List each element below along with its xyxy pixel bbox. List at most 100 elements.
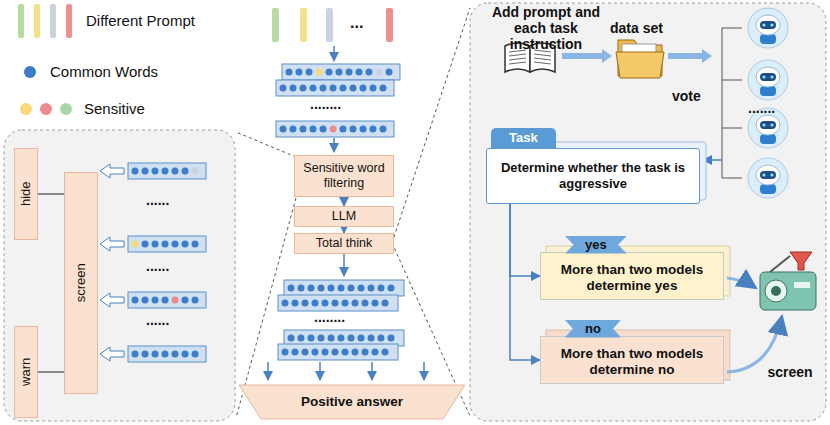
flow-arrow <box>333 138 335 152</box>
token-dot <box>298 285 305 292</box>
robot-eye <box>762 123 765 126</box>
node-heading: Task <box>491 128 556 148</box>
flow-arrow <box>371 362 373 380</box>
hollow-arrow <box>100 293 124 307</box>
funnel <box>790 252 812 270</box>
flow-arrow <box>333 46 335 61</box>
token-dot <box>282 300 289 307</box>
robot-eye <box>770 123 773 126</box>
radio-icon <box>760 252 816 310</box>
robot-visor <box>760 121 776 129</box>
token-row <box>128 236 206 252</box>
token-dot <box>338 335 345 342</box>
node-text: hide <box>18 182 34 207</box>
robot-eye <box>770 75 773 78</box>
action-box: warn <box>14 326 38 418</box>
radio-dial <box>794 282 810 288</box>
robot-eye <box>770 173 773 176</box>
robot-eye <box>770 23 773 26</box>
flow-arrow <box>727 316 782 372</box>
ellipsis-mark: ... <box>350 14 380 32</box>
token-dot <box>300 85 307 92</box>
token-dot <box>378 335 385 342</box>
process-box: LLM <box>294 206 394 227</box>
token-dot <box>350 85 357 92</box>
token-dot <box>328 285 335 292</box>
token-dot <box>280 126 287 133</box>
token-row-bar <box>128 163 206 179</box>
annotation-label: screen <box>758 364 822 380</box>
result-card: noMore than two models determine no <box>540 336 724 384</box>
robot-bg <box>748 8 788 48</box>
token-dot <box>152 297 159 304</box>
token-dot <box>352 300 359 307</box>
prompt-bar <box>300 8 307 42</box>
prompt-bar <box>326 8 333 42</box>
token-dot <box>368 285 375 292</box>
token-row <box>278 295 398 311</box>
token-row <box>282 64 400 80</box>
token-dot <box>282 349 289 356</box>
node-text: More than two models determine no <box>549 346 715 378</box>
zoom-line <box>392 8 470 243</box>
output-trapezoid: Positive answer <box>238 384 466 420</box>
hollow-arrow <box>100 164 124 178</box>
token-dot <box>172 168 179 175</box>
token-dot <box>316 69 323 76</box>
token-dot <box>292 349 299 356</box>
book-line <box>534 58 551 60</box>
token-dot <box>360 126 367 133</box>
token-dot <box>356 69 363 76</box>
token-dot <box>162 168 169 175</box>
token-dot <box>182 241 189 248</box>
token-dot <box>342 349 349 356</box>
trapezoid-outline <box>239 385 465 419</box>
node-text: LLM <box>332 209 356 224</box>
book-line <box>509 58 526 60</box>
token-dot <box>192 351 199 358</box>
token-dot <box>152 168 159 175</box>
token-dot <box>382 349 389 356</box>
connector <box>38 193 64 195</box>
token-dot <box>362 300 369 307</box>
token-dot <box>358 335 365 342</box>
prompt-bar <box>18 4 24 38</box>
process-box: Sensitive word filtering <box>294 155 394 197</box>
token-dot <box>308 335 315 342</box>
token-dot <box>306 69 313 76</box>
token-dot <box>132 168 139 175</box>
token-dot <box>290 126 297 133</box>
token-dot <box>340 126 347 133</box>
token-dot <box>332 300 339 307</box>
token-row-bar <box>278 295 398 311</box>
book-line <box>534 62 551 64</box>
token-dot <box>360 85 367 92</box>
sensitive-dot <box>40 103 52 115</box>
token-dot <box>332 349 339 356</box>
token-dot <box>346 69 353 76</box>
token-dot <box>380 85 387 92</box>
annotation-label: vote <box>672 88 712 104</box>
sensitive-dot <box>60 103 72 115</box>
token-dot <box>310 126 317 133</box>
token-dot <box>376 69 383 76</box>
robot-icon <box>748 158 788 198</box>
token-dot <box>142 297 149 304</box>
flow-arrow <box>319 362 321 380</box>
token-row-bar <box>284 280 404 296</box>
radio-body <box>760 272 816 310</box>
node-text: screen <box>73 263 89 302</box>
prompt-bar <box>386 8 393 42</box>
node-text: Determine whether the task is aggressive <box>495 160 691 191</box>
token-dot <box>172 241 179 248</box>
token-dot <box>172 351 179 358</box>
ellipsis-mark: ...... <box>146 312 196 328</box>
token-dot <box>288 335 295 342</box>
token-dot <box>348 335 355 342</box>
token-dot <box>286 69 293 76</box>
token-dot <box>162 241 169 248</box>
hollow-arrow <box>100 237 124 251</box>
legend-entry: Sensitive <box>84 100 145 117</box>
token-dot <box>330 126 337 133</box>
token-dot <box>328 335 335 342</box>
